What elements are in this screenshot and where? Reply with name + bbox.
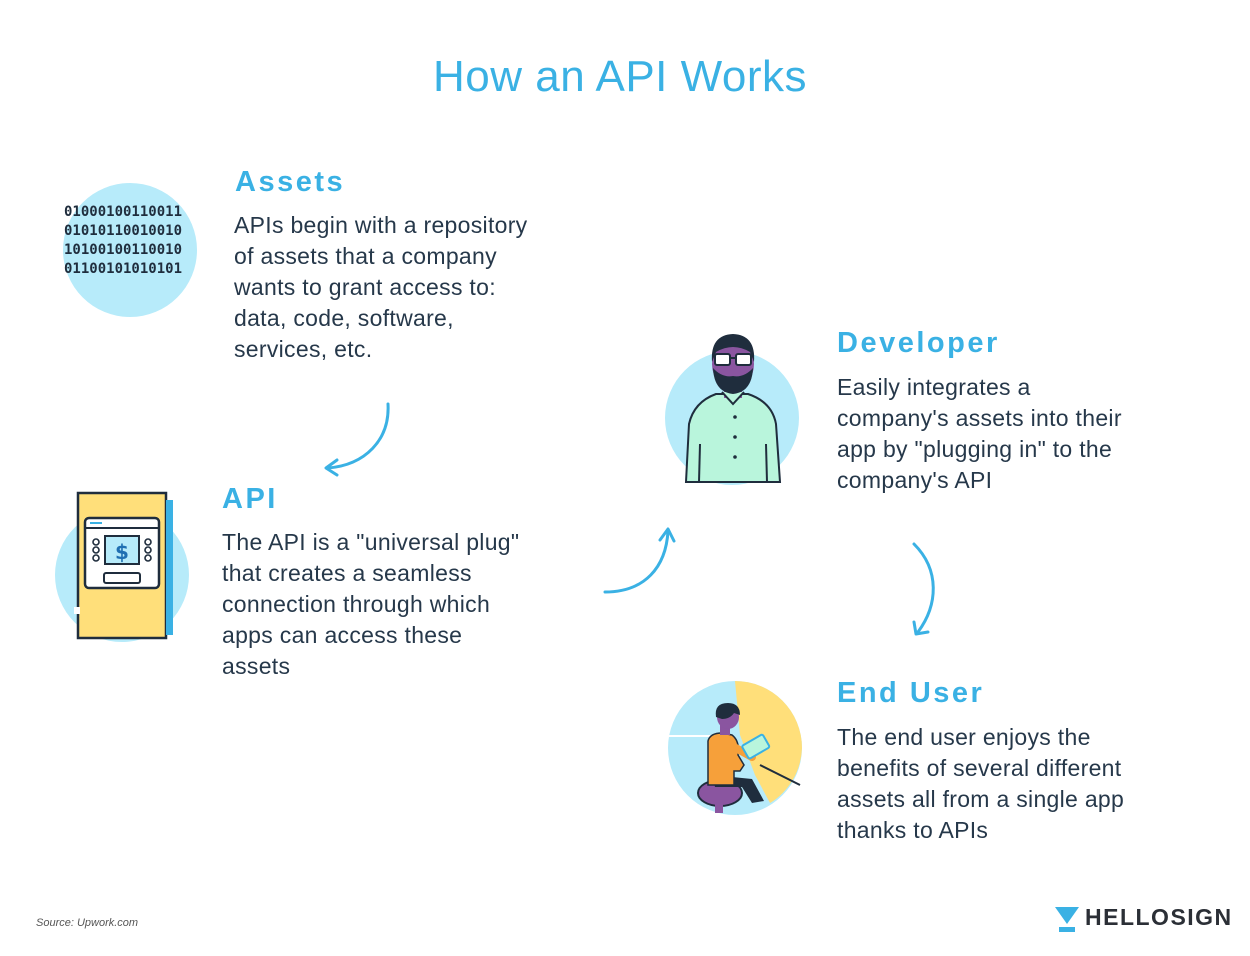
arrow-assets-to-api xyxy=(324,402,390,477)
binary-line: 10100100110010 xyxy=(64,242,183,258)
source-note: Source: Upwork.com xyxy=(36,917,139,929)
end-user-heading: End User xyxy=(837,677,985,709)
end-user-illustration xyxy=(668,681,802,815)
brand-name: HELLOSIGN xyxy=(1085,904,1233,930)
api-heading: API xyxy=(222,483,278,515)
page-title: How an API Works xyxy=(433,52,807,101)
assets-circle xyxy=(63,183,197,317)
developer-heading: Developer xyxy=(837,327,1000,359)
binary-line: 01010110010010 xyxy=(64,223,183,239)
end-user-text: The end user enjoys the benefits of seve… xyxy=(837,724,1125,843)
binary-line: 01000100110011 xyxy=(64,204,183,220)
assets-illustration xyxy=(63,183,197,317)
dollar-icon: $ xyxy=(115,540,129,564)
arrow-api-to-developer xyxy=(603,527,676,594)
assets-text: APIs begin with a repository of assets t… xyxy=(234,212,528,362)
arrow-developer-to-end-user xyxy=(912,542,935,636)
assets-heading: Assets xyxy=(235,166,346,198)
hellosign-logo-icon xyxy=(1055,907,1079,932)
developer-text: Easily integrates a company's assets int… xyxy=(837,374,1122,493)
binary-line: 01100101010101 xyxy=(64,261,183,277)
binary-code: 01000100110011 01010110010010 1010010011… xyxy=(64,203,182,279)
api-text: The API is a "universal plug" that creat… xyxy=(222,529,520,679)
developer-illustration xyxy=(665,334,799,485)
atm-illustration: $ xyxy=(55,491,189,642)
